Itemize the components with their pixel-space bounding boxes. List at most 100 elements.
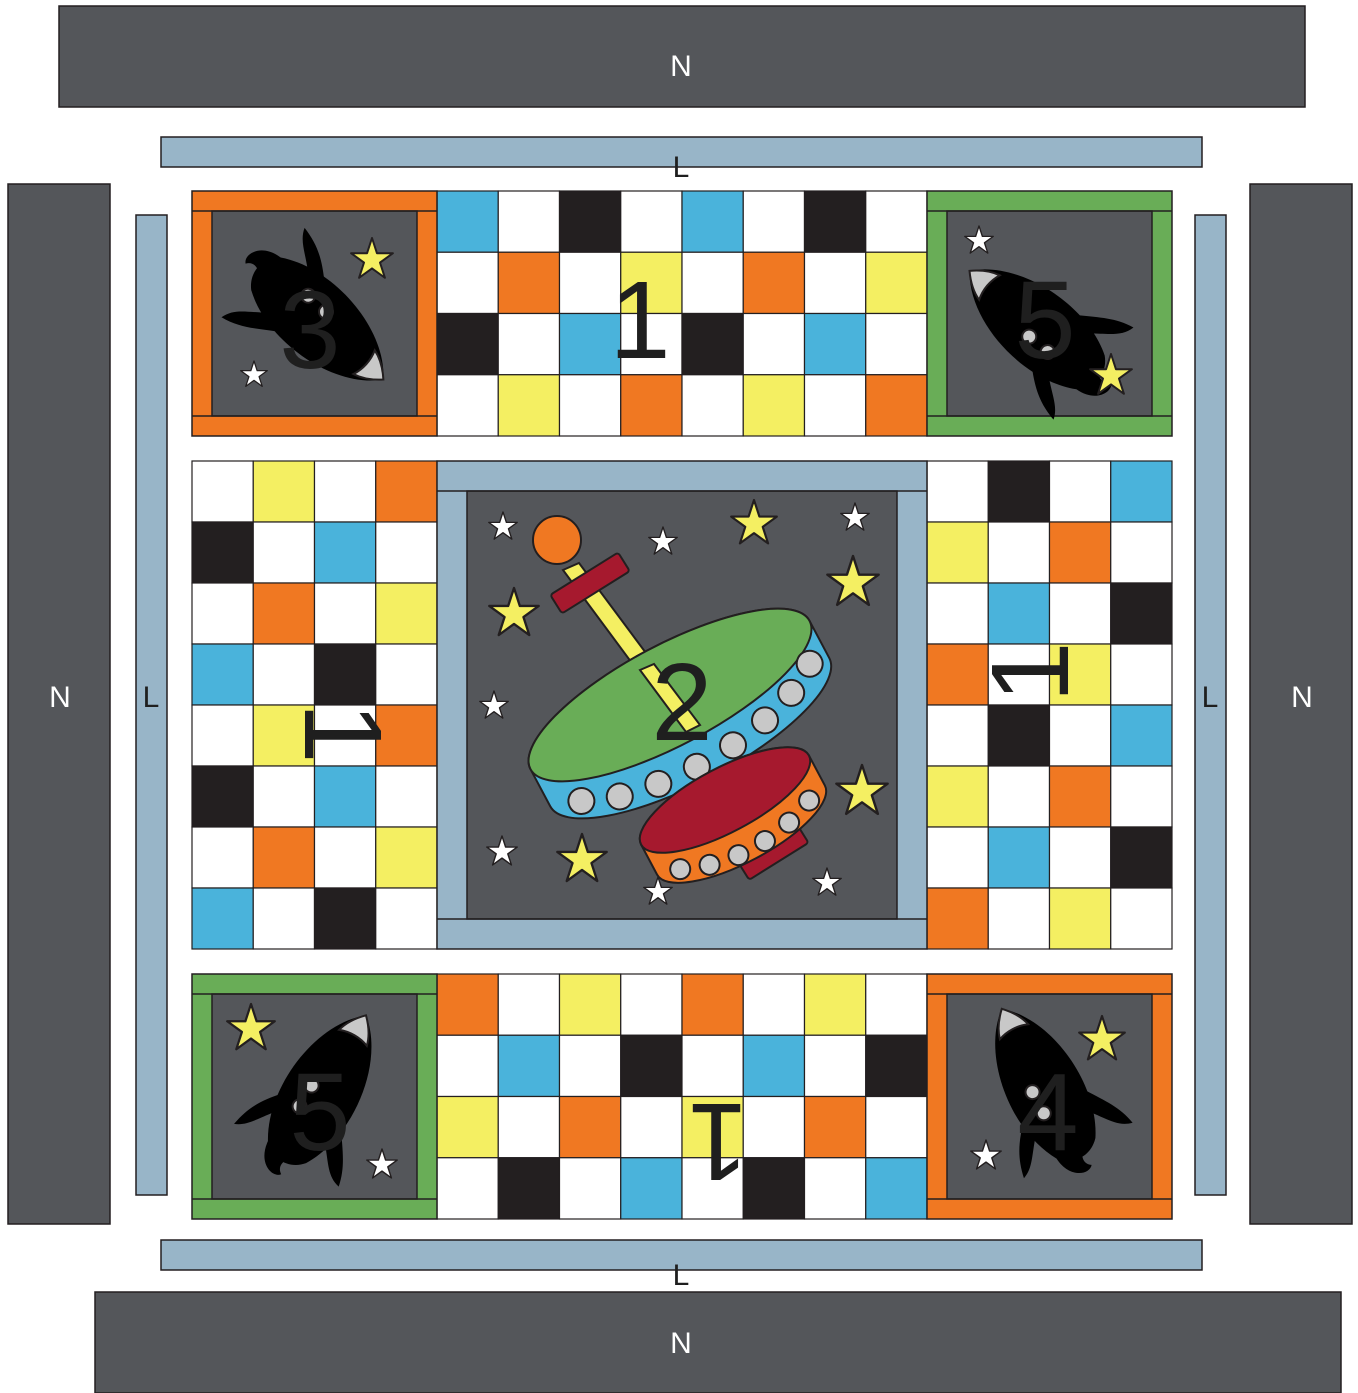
checker-square <box>805 314 866 375</box>
checker-square <box>315 522 376 583</box>
checker-square <box>621 974 682 1035</box>
checker-square <box>1111 461 1172 522</box>
block-label-1-right: 1 <box>969 641 1092 702</box>
checker-square <box>437 1035 498 1096</box>
checker-square <box>1111 827 1172 888</box>
checker-square <box>498 1035 559 1096</box>
checker-square <box>805 1158 866 1219</box>
border-n-top: N <box>59 6 1305 107</box>
checker-square <box>315 644 376 705</box>
checker-square <box>682 252 743 313</box>
checker-square <box>498 252 559 313</box>
checker-square <box>437 974 498 1035</box>
checker-square <box>1111 583 1172 644</box>
border-l-bottom-label: L <box>673 1259 690 1292</box>
checker-square <box>376 827 437 888</box>
checker-square <box>1111 888 1172 949</box>
checker-square <box>927 705 988 766</box>
checker-square <box>866 314 927 375</box>
block-label-1-bottom: 1 <box>687 1080 748 1203</box>
checker-square <box>1050 705 1111 766</box>
checker-square <box>315 888 376 949</box>
block-label-4: 4 <box>1017 1051 1078 1174</box>
checker-square <box>253 522 314 583</box>
checker-square <box>560 375 621 436</box>
border-n-left: N <box>8 184 110 1224</box>
checker-square <box>621 375 682 436</box>
checker-square <box>866 1097 927 1158</box>
checker-square <box>253 461 314 522</box>
checker-square <box>927 888 988 949</box>
checker-square <box>988 461 1049 522</box>
checker-square <box>560 191 621 252</box>
checker-square <box>560 974 621 1035</box>
checker-square <box>805 1097 866 1158</box>
checker-square <box>866 1158 927 1219</box>
block-label-1-left: 1 <box>281 702 404 763</box>
checker-square <box>437 252 498 313</box>
checker-square <box>376 522 437 583</box>
checker-square <box>621 1035 682 1096</box>
checker-square <box>1111 766 1172 827</box>
checker-square <box>682 314 743 375</box>
checker-square <box>1050 766 1111 827</box>
checker-square <box>315 766 376 827</box>
checker-square <box>1050 583 1111 644</box>
checker-square <box>743 252 804 313</box>
border-l-right-label: L <box>1202 681 1219 714</box>
checker-square <box>1050 522 1111 583</box>
checker-square <box>988 766 1049 827</box>
checker-square <box>498 375 559 436</box>
checkerboard-right <box>927 461 1172 949</box>
checker-square <box>866 375 927 436</box>
checker-square <box>253 766 314 827</box>
checker-square <box>376 644 437 705</box>
checker-square <box>1111 705 1172 766</box>
checker-square <box>1050 461 1111 522</box>
checker-square <box>192 827 253 888</box>
checker-square <box>988 705 1049 766</box>
checkerboard-bottom <box>437 974 927 1219</box>
checker-square <box>498 974 559 1035</box>
checker-square <box>743 1158 804 1219</box>
checker-square <box>437 1158 498 1219</box>
checker-square <box>743 974 804 1035</box>
checker-square <box>927 766 988 827</box>
checker-square <box>560 1158 621 1219</box>
checker-square <box>315 827 376 888</box>
border-n-bottom-label: N <box>670 1327 692 1360</box>
checker-square <box>376 461 437 522</box>
checker-square <box>866 974 927 1035</box>
checker-square <box>437 1097 498 1158</box>
checker-square <box>192 766 253 827</box>
border-l-right: L <box>1195 215 1226 1195</box>
checker-square <box>1111 644 1172 705</box>
checker-square <box>988 888 1049 949</box>
checker-square <box>743 191 804 252</box>
checker-square <box>743 1097 804 1158</box>
checker-square <box>682 191 743 252</box>
border-n-right-label: N <box>1291 681 1313 714</box>
checker-square <box>805 375 866 436</box>
checkerboard-top <box>437 191 927 436</box>
checker-square <box>1050 827 1111 888</box>
checker-square <box>866 1035 927 1096</box>
border-l-left: L <box>136 215 167 1195</box>
checker-square <box>253 888 314 949</box>
checker-square <box>927 583 988 644</box>
checker-square <box>498 314 559 375</box>
checker-square <box>927 461 988 522</box>
checker-square <box>743 314 804 375</box>
checker-square <box>988 827 1049 888</box>
checker-square <box>743 375 804 436</box>
checker-square <box>805 252 866 313</box>
border-n-bottom: N <box>95 1292 1341 1393</box>
border-l-top-label: L <box>673 151 690 184</box>
checker-square <box>621 1097 682 1158</box>
border-n-right: N <box>1250 184 1352 1224</box>
checker-square <box>560 1035 621 1096</box>
border-l-bottom: L <box>161 1240 1202 1292</box>
checker-square <box>927 827 988 888</box>
checker-square <box>1050 888 1111 949</box>
